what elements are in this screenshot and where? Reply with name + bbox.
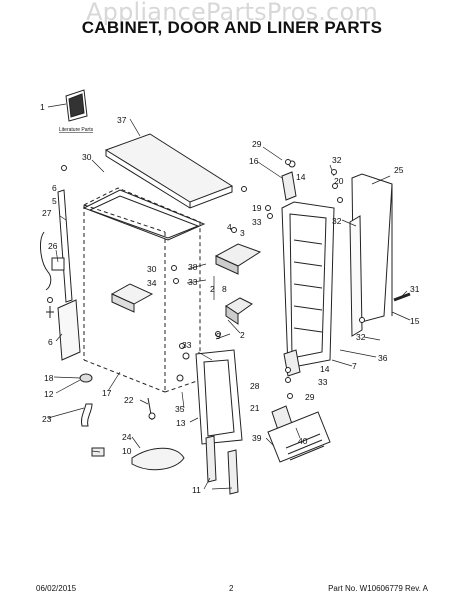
door-outer-drawing — [281, 201, 335, 369]
footer-part-number: Part No. W10606779 Rev. A — [328, 584, 428, 593]
top-panel-drawing — [104, 133, 234, 209]
callout-1: 1 — [40, 102, 45, 112]
callout-20: 20 — [334, 176, 344, 186]
callout-23: 23 — [42, 414, 52, 424]
callout-leaders — [47, 103, 411, 490]
literature-booklet-drawing — [65, 89, 88, 122]
callout-22: 22 — [124, 395, 134, 405]
callout-7: 7 — [352, 361, 357, 371]
footer-date: 06/02/2015 — [36, 584, 77, 593]
footer-page-number: 2 — [229, 584, 234, 593]
callout-6b: 6 — [48, 337, 53, 347]
literature-label: Literature Parts — [59, 127, 94, 133]
base-foot-drawing — [131, 447, 185, 471]
callout-6: 6 — [52, 183, 57, 193]
callout-15: 15 — [410, 316, 420, 326]
callout-26: 26 — [48, 241, 58, 251]
evaporator-bracket-drawing — [214, 243, 262, 275]
callout-29b: 29 — [305, 392, 315, 402]
callout-37: 37 — [117, 115, 127, 125]
callout-12: 12 — [44, 389, 54, 399]
callout-18: 18 — [44, 373, 54, 383]
watermark: AppliancePartsPros.com — [86, 0, 378, 26]
callout-30: 30 — [82, 152, 92, 162]
callout-38: 38 — [188, 262, 198, 272]
callout-21: 21 — [250, 403, 260, 413]
lower-bracket-drawing — [46, 299, 81, 361]
callout-8: 8 — [222, 284, 227, 294]
drain-parts-drawing — [79, 373, 105, 457]
callout-33d: 33 — [318, 377, 328, 387]
callout-4: 4 — [227, 222, 232, 232]
callout-13: 13 — [176, 418, 186, 428]
callout-39: 39 — [252, 433, 262, 443]
callout-10: 10 — [122, 446, 132, 456]
callout-27: 27 — [42, 208, 52, 218]
screw-icons — [47, 159, 365, 399]
callout-9: 9 — [216, 331, 221, 341]
callout-11: 11 — [192, 485, 201, 495]
callout-17: 17 — [102, 388, 112, 398]
callout-14: 14 — [296, 172, 306, 182]
door-gasket-drawing — [195, 349, 243, 445]
drain-tube-drawing — [40, 231, 65, 291]
callout-28: 28 — [250, 381, 260, 391]
callout-14b: 14 — [320, 364, 330, 374]
toe-grille-drawing — [267, 411, 331, 463]
trim-strips-drawing — [205, 435, 239, 495]
mid-bracket-drawing — [110, 283, 154, 313]
callout-32: 32 — [332, 155, 342, 165]
callout-25: 25 — [394, 165, 404, 175]
callout-16: 16 — [249, 156, 259, 166]
cabinet-outline-drawing — [83, 187, 201, 393]
handle-rod-drawing — [393, 292, 411, 302]
door-panel-drawing — [349, 173, 393, 337]
callout-33b: 33 — [188, 277, 198, 287]
callout-32c: 32 — [356, 332, 366, 342]
callout-5: 5 — [52, 196, 57, 206]
callout-31: 31 — [410, 284, 420, 294]
top-hinge-drawing — [281, 160, 297, 201]
callout-36: 36 — [378, 353, 388, 363]
callout-32b: 32 — [332, 216, 342, 226]
callout-3: 3 — [240, 228, 245, 238]
side-rail-drawing — [57, 189, 73, 303]
callout-33c: 33 — [182, 340, 192, 350]
callout-2: 2 — [210, 284, 215, 294]
callout-2b: 2 — [240, 330, 245, 340]
callout-24: 24 — [122, 432, 132, 442]
lower-screws-drawing — [147, 352, 190, 421]
callout-30b: 30 — [147, 264, 157, 274]
hinge-block-drawing — [225, 297, 253, 325]
callout-19: 19 — [252, 203, 262, 213]
callout-40: 40 — [298, 436, 308, 446]
callout-33: 33 — [252, 217, 262, 227]
cabinet-frame-drawing — [82, 189, 206, 241]
callout-29: 29 — [252, 139, 262, 149]
callout-34: 34 — [147, 278, 157, 288]
page-title: CABINET, DOOR AND LINER PARTS — [81, 18, 383, 37]
callout-35: 35 — [175, 404, 185, 414]
